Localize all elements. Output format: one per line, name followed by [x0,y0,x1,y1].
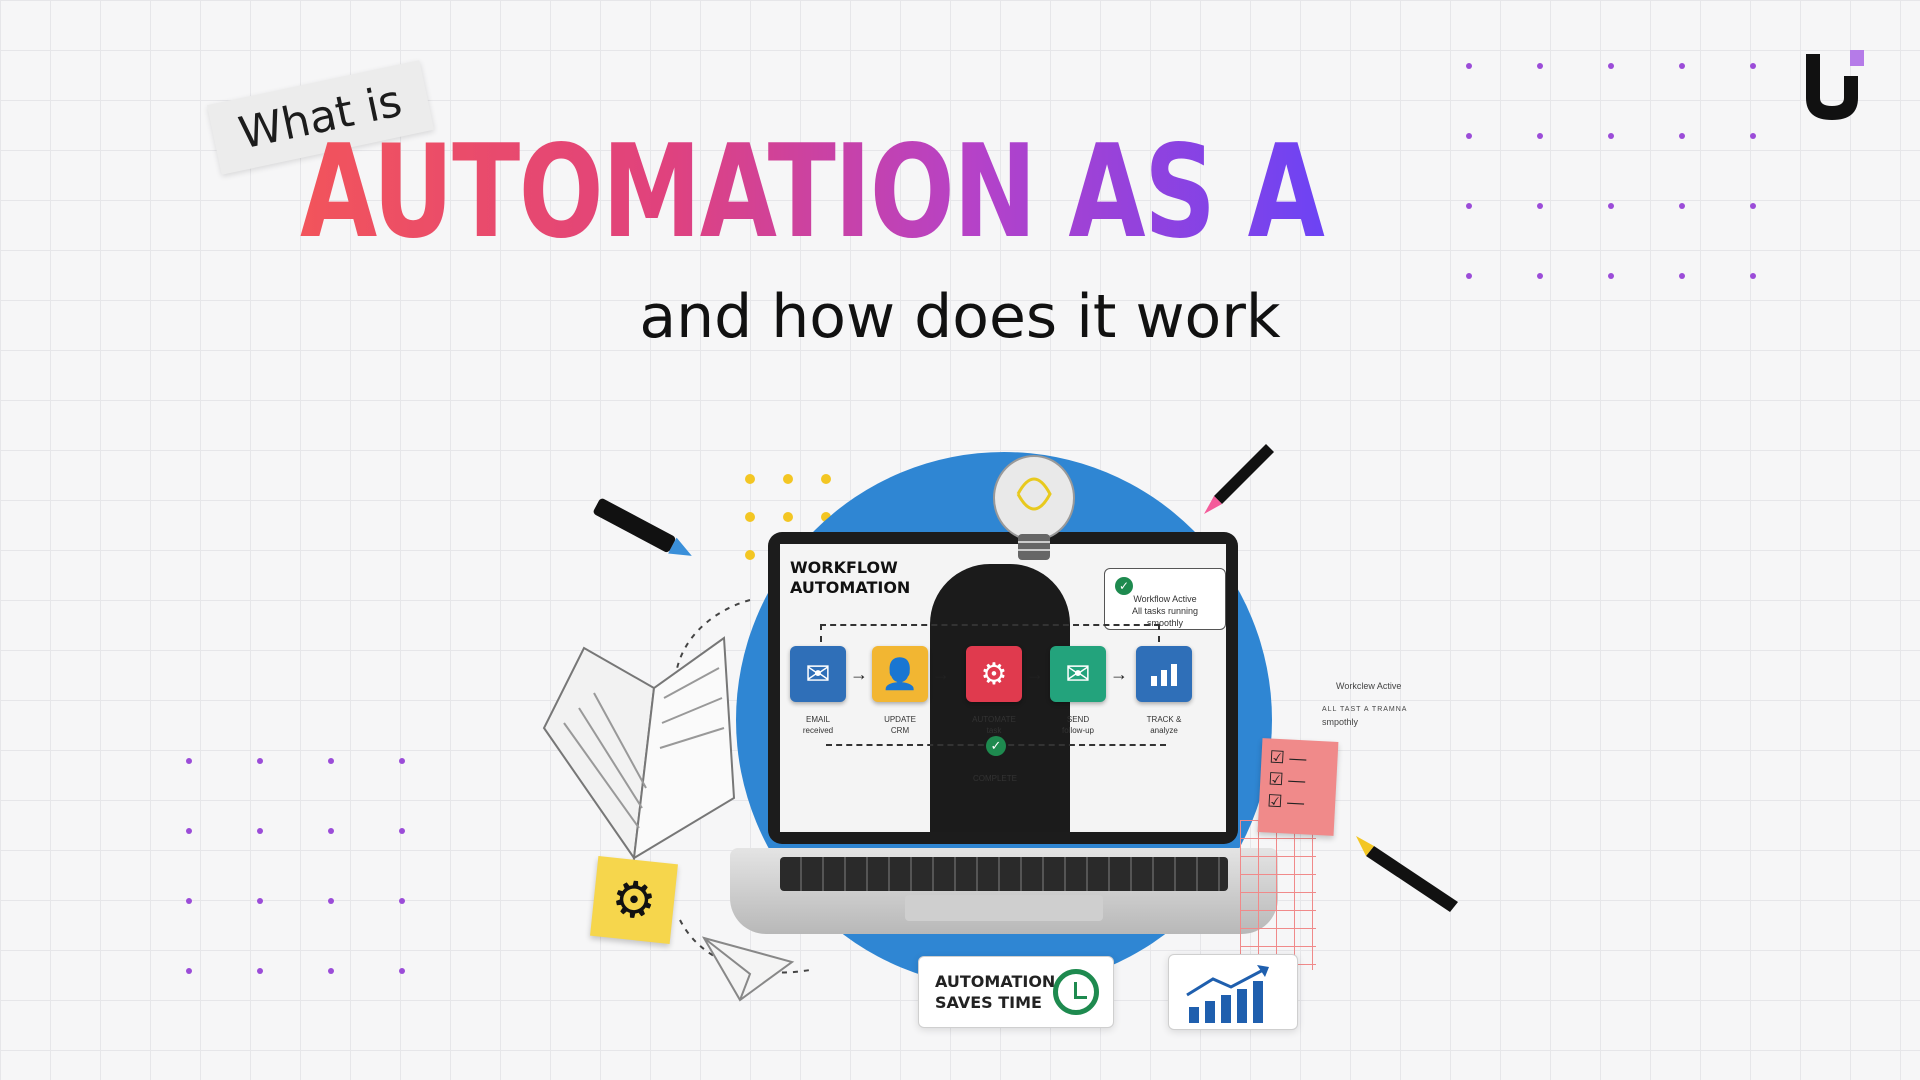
decor-yellow-dots [745,474,859,560]
checkbox-icon: ☑ — [1266,791,1305,813]
check-icon: ✓ [986,736,1006,756]
badge-growth-chart [1168,954,1298,1030]
open-book-illustration [542,636,736,861]
workflow-title: WORKFLOW AUTOMATION [790,558,911,597]
marker-pen-blue [593,498,692,556]
bar-chart-glyph [1151,664,1177,686]
page-title: AUTOMATION AS A SERVICE [300,118,1820,267]
marker-pen-pink [1204,444,1274,514]
check-icon: ✓ [1115,577,1133,595]
arrow-right-icon: → [850,664,868,684]
paper-plane-icon [701,936,795,1002]
checkbox-icon: ☑ — [1269,747,1307,769]
checkbox-icon: ☑ — [1267,769,1306,791]
laptop-keyboard [780,857,1228,891]
user-icon: 👤 [872,646,928,702]
mail-icon: ✉ [790,646,846,702]
lightbulb-icon [993,455,1075,560]
workflow-status-card: ✓ Workflow Active All tasks running smoo… [1104,568,1226,630]
marker-pen-yellow [1356,836,1458,912]
sticky-note-checklist: ☑ — ☑ — ☑ — [1257,738,1339,836]
arrow-right-icon: → [1026,664,1044,684]
decor-red-grid [1240,820,1316,970]
growth-chart-icon [1186,965,1269,1023]
clock-icon [1053,969,1099,1015]
laptop-trackpad [905,895,1103,921]
gear-icon: ⚙ [608,869,660,931]
arrow-right-icon: → [1110,664,1128,684]
brand-logo [1806,50,1864,120]
sticky-note-gear: ⚙ [590,856,678,944]
decor-dot-grid-top-right [1466,63,1821,279]
badge-automation-saves-time: AUTOMATION SAVES TIME [918,956,1114,1028]
workflow-dashed-line-top [820,624,1160,642]
arrow-right-icon: → [932,664,950,684]
decor-dot-grid-bottom-left [186,758,470,974]
page-subtitle: and how does it work [639,282,1281,352]
workflow-diagram: WORKFLOW AUTOMATION ✓ Workflow Active Al… [780,544,1226,832]
workflow-step-track: TRACK &analyze [1136,646,1192,736]
bar-chart-icon [1136,646,1192,702]
logo-u-shape [1806,54,1858,120]
gear-icon: ⚙ [966,646,1022,702]
mail-icon: ✉ [1050,646,1106,702]
floating-status-note: Workclew Active ALL TAST A TRAMNA smpoth… [1322,681,1408,727]
workflow-complete-label: COMPLETE [972,774,1017,783]
logo-accent-square [1850,50,1864,66]
laptop-screen: WORKFLOW AUTOMATION ✓ Workflow Active Al… [768,532,1238,844]
